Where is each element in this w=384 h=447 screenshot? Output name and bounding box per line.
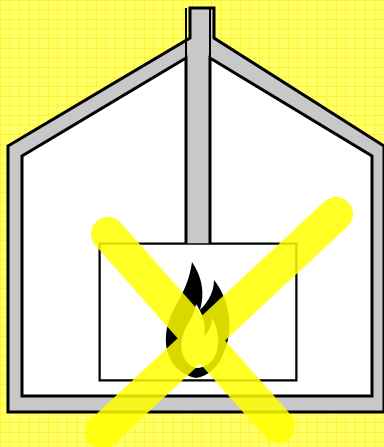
cross-stroke-right: [85, 197, 353, 447]
prohibition-cross-icon: [85, 197, 353, 447]
